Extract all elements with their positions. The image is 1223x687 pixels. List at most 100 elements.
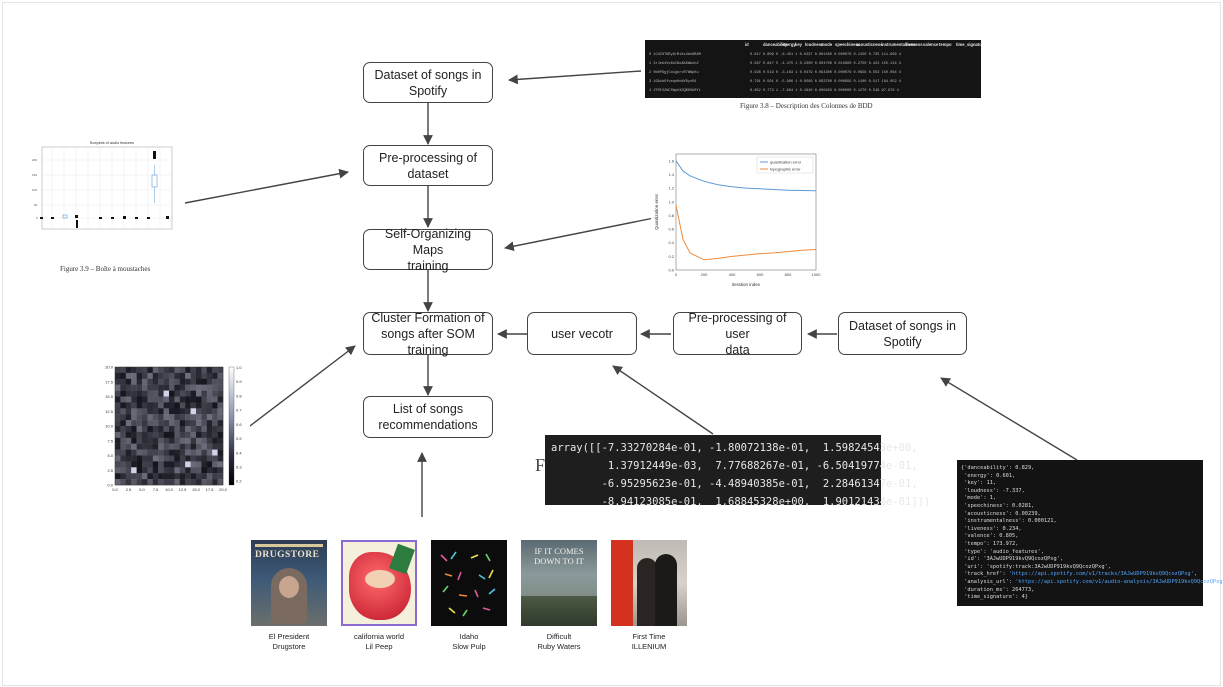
heatmap-cell: [206, 390, 213, 397]
heatmap-cell: [217, 473, 224, 480]
heatmap-ytick: 12.5: [105, 409, 114, 414]
heatmap-cell: [201, 414, 207, 421]
heatmap-cell: [163, 378, 170, 385]
heatmap-ytick: 10.0: [105, 424, 114, 429]
heatmap-cell: [206, 473, 213, 480]
heatmap-cell: [120, 420, 126, 427]
heatmap-cell: [196, 384, 202, 391]
heatmap-colorbar-tick: 0.5: [236, 436, 242, 441]
heatmap-cell: [206, 479, 213, 486]
heatmap-cell: [201, 426, 207, 433]
heatmap-cell: [125, 455, 132, 462]
node-dataset-of-songs-right: Dataset of songs in Spotify: [838, 312, 967, 355]
heatmap-cell: [147, 473, 153, 480]
heatmap-cell: [136, 384, 143, 391]
heatmap-xtick: 17.5: [206, 487, 215, 492]
heatmap-cell: [201, 378, 207, 385]
node-cluster-formation: Cluster Formation of songs after SOM tra…: [363, 311, 493, 357]
heatmap-cell: [169, 467, 175, 474]
heatmap-cell: [206, 367, 213, 374]
heatmap-cell: [142, 408, 148, 415]
heatmap-cell: [179, 384, 186, 391]
heatmap-cell: [152, 443, 159, 450]
heatmap-xtick: 10.0: [165, 487, 174, 492]
heatmap-cell: [179, 367, 186, 374]
heatmap-cell: [201, 437, 207, 444]
svg-text:0: 0: [36, 216, 38, 220]
heatmap-cell: [201, 479, 207, 486]
heatmap-cell: [125, 479, 132, 486]
heatmap-cell: [201, 431, 207, 438]
heatmap-cell: [190, 479, 197, 486]
node-dataset-of-songs: Dataset of songs in Spotify: [363, 62, 493, 103]
json-line: {'danceability': 0.829,: [961, 465, 1035, 471]
heatmap-cell: [115, 420, 121, 427]
heatmap-cell: [125, 378, 132, 385]
boxplot-caption: Figure 3.9 – Boîte à moustaches: [60, 265, 151, 273]
dataset-table-caption: Figure 3.8 – Description des Colonnes de…: [740, 102, 873, 110]
heatmap-cell: [179, 449, 186, 456]
heatmap-cell: [169, 420, 175, 427]
heatmap-cell: [217, 414, 224, 421]
heatmap-cell: [142, 473, 148, 480]
heatmap-cell: [190, 367, 197, 374]
heatmap-cell: [169, 372, 175, 379]
heatmap-cell: [136, 402, 143, 409]
heatmap-cell: [131, 461, 137, 468]
heatmap-cell: [196, 455, 202, 462]
heatmap-cell: [206, 372, 213, 379]
heatmap-cell: [185, 431, 191, 438]
heatmap-cell: [217, 443, 224, 450]
heatmap-cell: [185, 420, 191, 427]
table-header-mode: mode: [821, 42, 833, 47]
heatmap-cell: [169, 437, 175, 444]
heatmap-cell: [196, 449, 202, 456]
album-cover-difficult: IF IT COMES DOWN TO IT: [521, 540, 597, 626]
heatmap-cell: [136, 431, 143, 438]
heatmap-cell: [152, 384, 159, 391]
series-line-quantization: [675, 160, 817, 192]
heatmap-cell: [206, 408, 213, 415]
heatmap-cell: [158, 443, 164, 450]
heatmap-cell: [185, 443, 191, 450]
heatmap-cell: [217, 467, 224, 474]
heatmap-cell: [131, 378, 137, 385]
heatmap-colorbar-tick: 0.7: [236, 408, 242, 413]
heatmap-cell: [152, 372, 159, 379]
heatmap-cell: [152, 437, 159, 444]
heatmap-cell: [179, 479, 186, 486]
heatmap-cell: [147, 372, 153, 379]
heatmap-cell: [125, 367, 132, 374]
heatmap-cell: [125, 431, 132, 438]
user-vector-array: array([[-7.33270284e-01, -1.80072138e-01…: [545, 435, 930, 508]
heatmap-cell: [196, 378, 202, 385]
heatmap-cell: [142, 372, 148, 379]
heatmap-cell: [147, 455, 153, 462]
heatmap-cell: [152, 408, 159, 415]
svg-text:4 2TRf22NC5WphXZQBD0hRYL: 4 2TRf22NC5WphXZQBD0hRYL: [649, 88, 701, 93]
heatmap-cell: [196, 479, 202, 486]
heatmap-cell: [152, 431, 159, 438]
heatmap-cell: [185, 390, 191, 397]
heatmap-cell: [174, 402, 180, 409]
heatmap-cell: [217, 461, 224, 468]
heatmap-cell: [190, 390, 197, 397]
heatmap-cell: [142, 443, 148, 450]
error-chart-xtick: 400: [729, 272, 736, 277]
heatmap-cell: [190, 372, 197, 379]
album-title: Idaho: [459, 632, 479, 641]
heatmap-cell: [179, 414, 186, 421]
heatmap-cell: [147, 420, 153, 427]
heatmap-cell: [217, 408, 224, 415]
heatmap-cell: [125, 384, 132, 391]
json-line: 'acousticness': 0.00239,: [961, 510, 1041, 517]
heatmap-cell: [131, 414, 137, 421]
heatmap-cell: [174, 449, 180, 456]
table-header-id: id: [745, 42, 749, 47]
album-cover-idaho: [431, 540, 507, 626]
heatmap-cell: [169, 396, 175, 403]
album-artist: ILLENIUM: [631, 642, 667, 651]
svg-text:150: 150: [32, 173, 37, 177]
heatmap-cell: [201, 449, 207, 456]
